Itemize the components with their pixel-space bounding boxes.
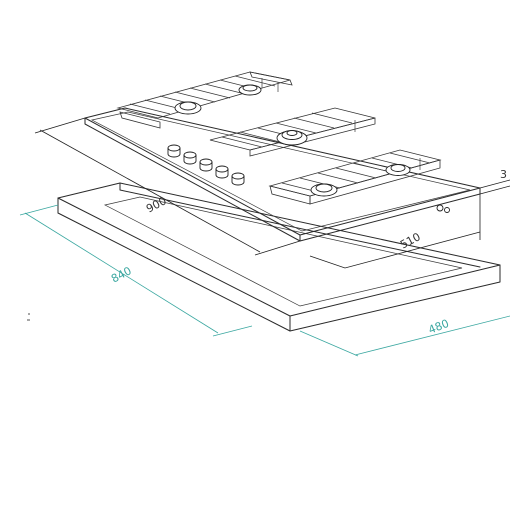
burner-centre-wok — [276, 130, 308, 146]
hob-height-label: 3 — [500, 168, 507, 181]
hob-body — [84, 107, 481, 242]
cutout-depth-dimension: 480 — [299, 315, 510, 357]
cutout-frame — [57, 182, 501, 332]
burner-rear-centre — [238, 84, 262, 96]
hob-height-dimension: 3 — [479, 168, 510, 195]
knob-2 — [183, 151, 197, 165]
knob-5 — [231, 172, 245, 186]
burner-front-left — [310, 183, 338, 197]
hob-depth-dimension: 510 — [309, 194, 481, 269]
control-knobs — [167, 144, 245, 186]
burner-rear-left — [174, 101, 202, 115]
burner-front-right — [385, 164, 411, 176]
gas-connector — [436, 204, 450, 213]
cutout-depth-label: 480 — [427, 317, 451, 337]
cutout-width-dimension: 840 — [19, 204, 253, 337]
edge-marks — [27, 313, 30, 321]
knob-3 — [199, 158, 213, 172]
hob-width-label: 900 — [144, 194, 169, 215]
knob-1 — [167, 144, 181, 158]
knob-4 — [215, 165, 229, 179]
burners — [174, 84, 411, 197]
